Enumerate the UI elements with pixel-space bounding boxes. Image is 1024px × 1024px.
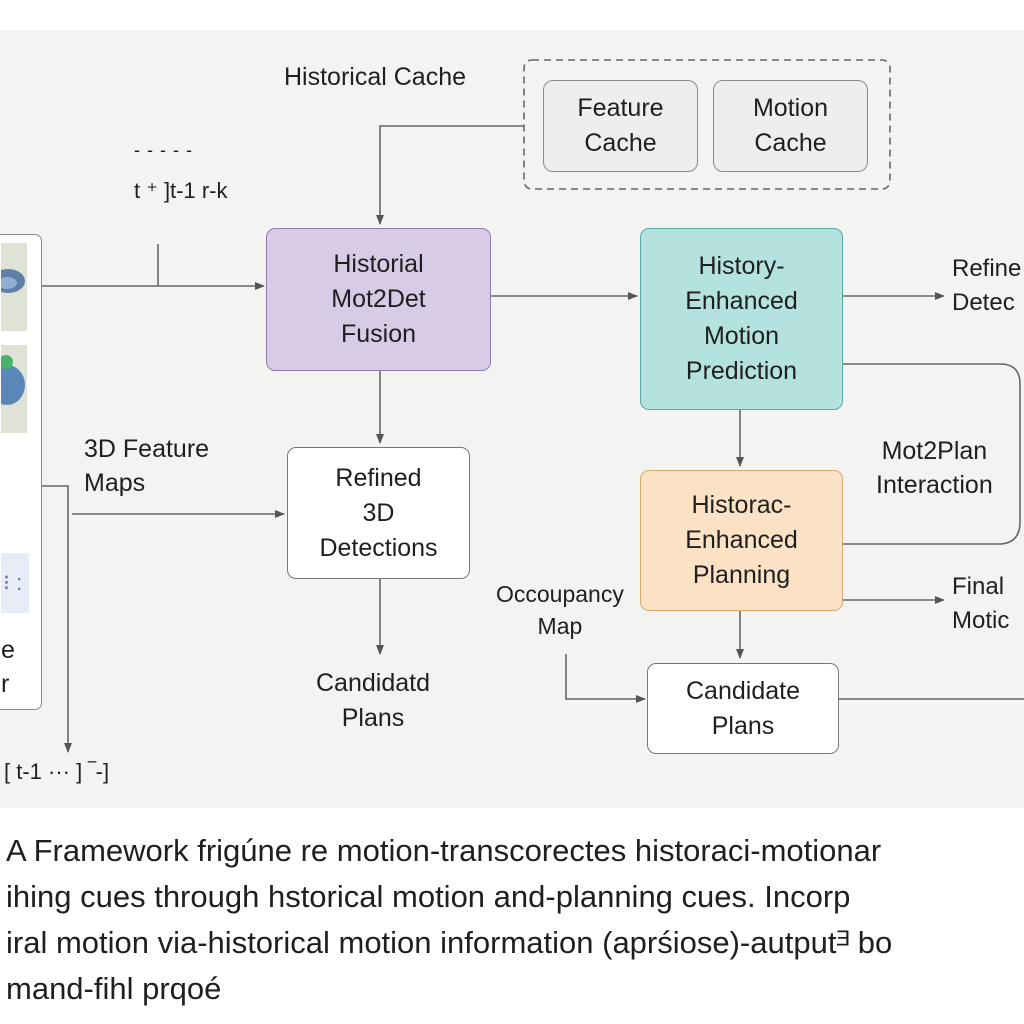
panel-partial-label: e r <box>1 636 15 698</box>
historical-cache-group <box>523 59 891 190</box>
arrow-cache-to-fusion <box>376 125 524 225</box>
time-index-top: t ⁺ ]t-1 r-k <box>134 178 228 203</box>
caption-line-1: A Framework frigúne re motion-transcorec… <box>6 833 882 868</box>
occupancy-map-label: Occoupancy Map <box>496 581 624 639</box>
motion-cache-box: Motion Cache <box>713 80 868 172</box>
arrow-features-down <box>42 485 72 753</box>
caption-line-3: iral motion via-historical motion inform… <box>6 925 893 960</box>
historical-cache-label: Historical Cache <box>284 63 467 91</box>
refined-3d-detections-box: Refined 3D Detections <box>287 447 470 579</box>
camera-image-top <box>1 243 27 331</box>
final-motion-output-label: Final Motic <box>952 573 1010 634</box>
candidate-plans-box: Candidate Plans <box>647 663 839 754</box>
panel-chip: ⁝ : <box>1 553 29 613</box>
enhanced-planning-box: Historac- Enhanced Planning <box>640 470 843 611</box>
mot2plan-interaction-label: Mot2Plan Interaction <box>876 437 993 499</box>
input-images-panel: ⁝ : e r <box>0 234 42 710</box>
mot2plan-feedback-line <box>843 363 1021 545</box>
arrow-occupancy-to-candidate <box>565 654 646 703</box>
time-index-bottom: [ t-1 ··· ] ‾-] <box>4 759 110 784</box>
feature-cache-box: Feature Cache <box>543 80 698 172</box>
camera-image-bottom <box>1 345 27 433</box>
feature-maps-label: 3D Feature Maps <box>84 435 210 497</box>
time-dash-line: - - - - - <box>134 140 193 160</box>
mot2det-fusion-box: Historial Mot2Det Fusion <box>266 228 491 371</box>
candidate-plans-left-label: Candidatd Plans <box>316 669 430 732</box>
caption-line-2: ihing cues through hstorical motion and-… <box>6 879 851 914</box>
motion-prediction-box: History- Enhanced Motion Prediction <box>640 228 843 410</box>
caption-line-4: mand-fihl prqoé <box>6 971 222 1006</box>
refined-detections-output-label: Refine Detec <box>952 255 1022 316</box>
